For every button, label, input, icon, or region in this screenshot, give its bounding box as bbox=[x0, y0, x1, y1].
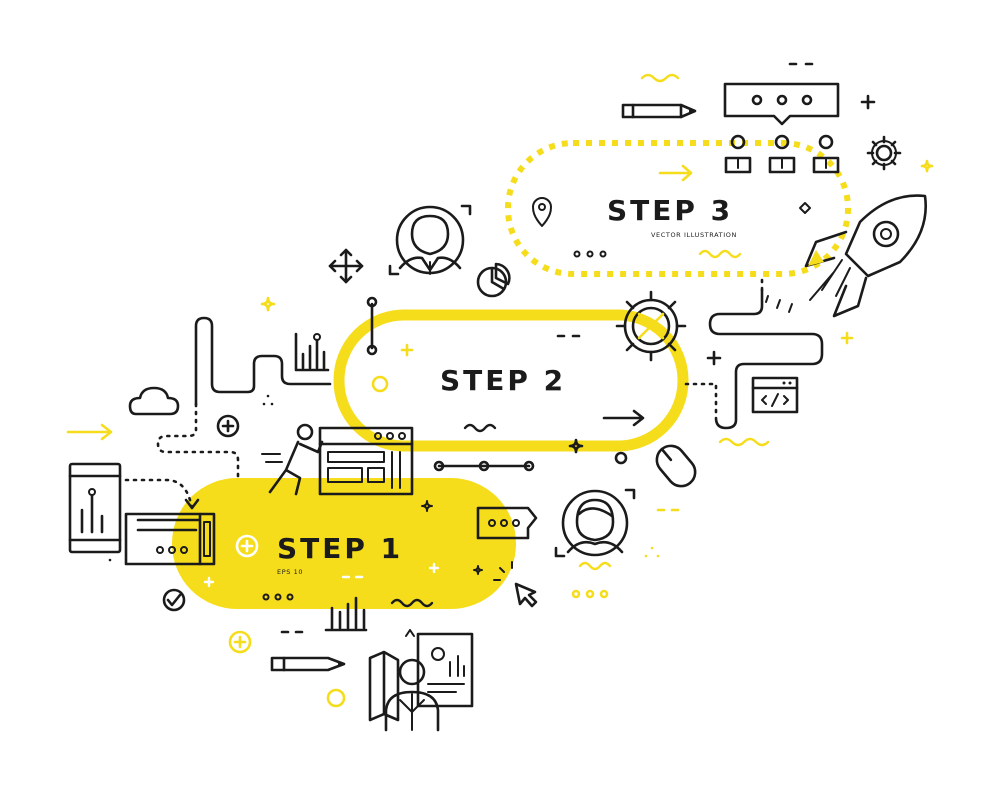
step-3-caption: VECTOR ILLUSTRATION bbox=[651, 231, 737, 239]
pencil-icon bbox=[621, 103, 697, 119]
man-avatar-icon bbox=[388, 204, 472, 276]
step-3-pill-shape bbox=[505, 140, 851, 277]
dashboard-icon bbox=[124, 512, 216, 566]
step-1-pill-shape bbox=[172, 478, 516, 609]
pie-chart-icon bbox=[476, 262, 511, 298]
sparkle-icon bbox=[421, 500, 433, 512]
step-1-pill: STEP 1 EPS 10 bbox=[172, 478, 516, 609]
plus-circle-icon bbox=[235, 534, 259, 558]
team-icon bbox=[724, 134, 840, 174]
sparkle-icon bbox=[260, 296, 276, 312]
wave-decoration bbox=[640, 73, 680, 83]
sparkle-icon bbox=[568, 438, 584, 454]
diamond-icon bbox=[799, 202, 811, 214]
sparkle-icon bbox=[920, 159, 934, 173]
web-layout-icon bbox=[318, 426, 414, 496]
step-3-label: STEP 3 bbox=[607, 194, 733, 227]
move-arrows-icon bbox=[328, 248, 364, 284]
dots-icon bbox=[571, 589, 609, 599]
woman-avatar-icon bbox=[554, 488, 636, 558]
plus-icon bbox=[400, 343, 414, 357]
person-pushing-icon bbox=[261, 423, 324, 496]
plus-icon bbox=[203, 576, 215, 588]
mobile-chart-icon bbox=[68, 462, 122, 562]
step-1-label: STEP 1 bbox=[277, 532, 403, 565]
plus-icon bbox=[706, 350, 722, 366]
plus-icon bbox=[428, 562, 440, 574]
plus-icon bbox=[860, 94, 876, 110]
pencil-icon bbox=[270, 656, 346, 672]
gear-icon bbox=[866, 135, 902, 171]
rocket-icon bbox=[804, 194, 927, 318]
connectors bbox=[124, 276, 824, 510]
gear-icon bbox=[615, 290, 687, 362]
arrow-right-icon bbox=[658, 164, 693, 182]
speech-bubble-icon bbox=[723, 82, 840, 126]
step-2-pill: STEP 2 bbox=[333, 309, 689, 452]
step-2-pill-shape bbox=[333, 309, 689, 452]
cursor-icon bbox=[493, 561, 538, 608]
plus-circle-icon bbox=[216, 414, 240, 438]
bar-chart-icon bbox=[294, 332, 330, 372]
businessman-report-icon bbox=[368, 629, 474, 732]
code-window-icon bbox=[751, 376, 799, 414]
mouse-icon bbox=[655, 444, 697, 488]
bar-chart-icon bbox=[324, 596, 368, 632]
step-2-label: STEP 2 bbox=[440, 364, 566, 397]
chat-icon bbox=[476, 506, 538, 540]
checkmark-icon bbox=[162, 588, 186, 612]
step-3-pill: STEP 3 VECTOR ILLUSTRATION bbox=[505, 140, 851, 277]
cloud-icon bbox=[128, 386, 180, 416]
plus-icon bbox=[840, 331, 854, 345]
location-pin-icon bbox=[532, 197, 552, 227]
arrow-right-icon bbox=[602, 409, 645, 427]
step-1-caption: EPS 10 bbox=[277, 568, 303, 576]
arrow-right-icon bbox=[66, 423, 113, 441]
dots-icon bbox=[262, 593, 294, 601]
plus-circle-icon bbox=[228, 630, 252, 654]
dots-icon bbox=[573, 250, 607, 258]
